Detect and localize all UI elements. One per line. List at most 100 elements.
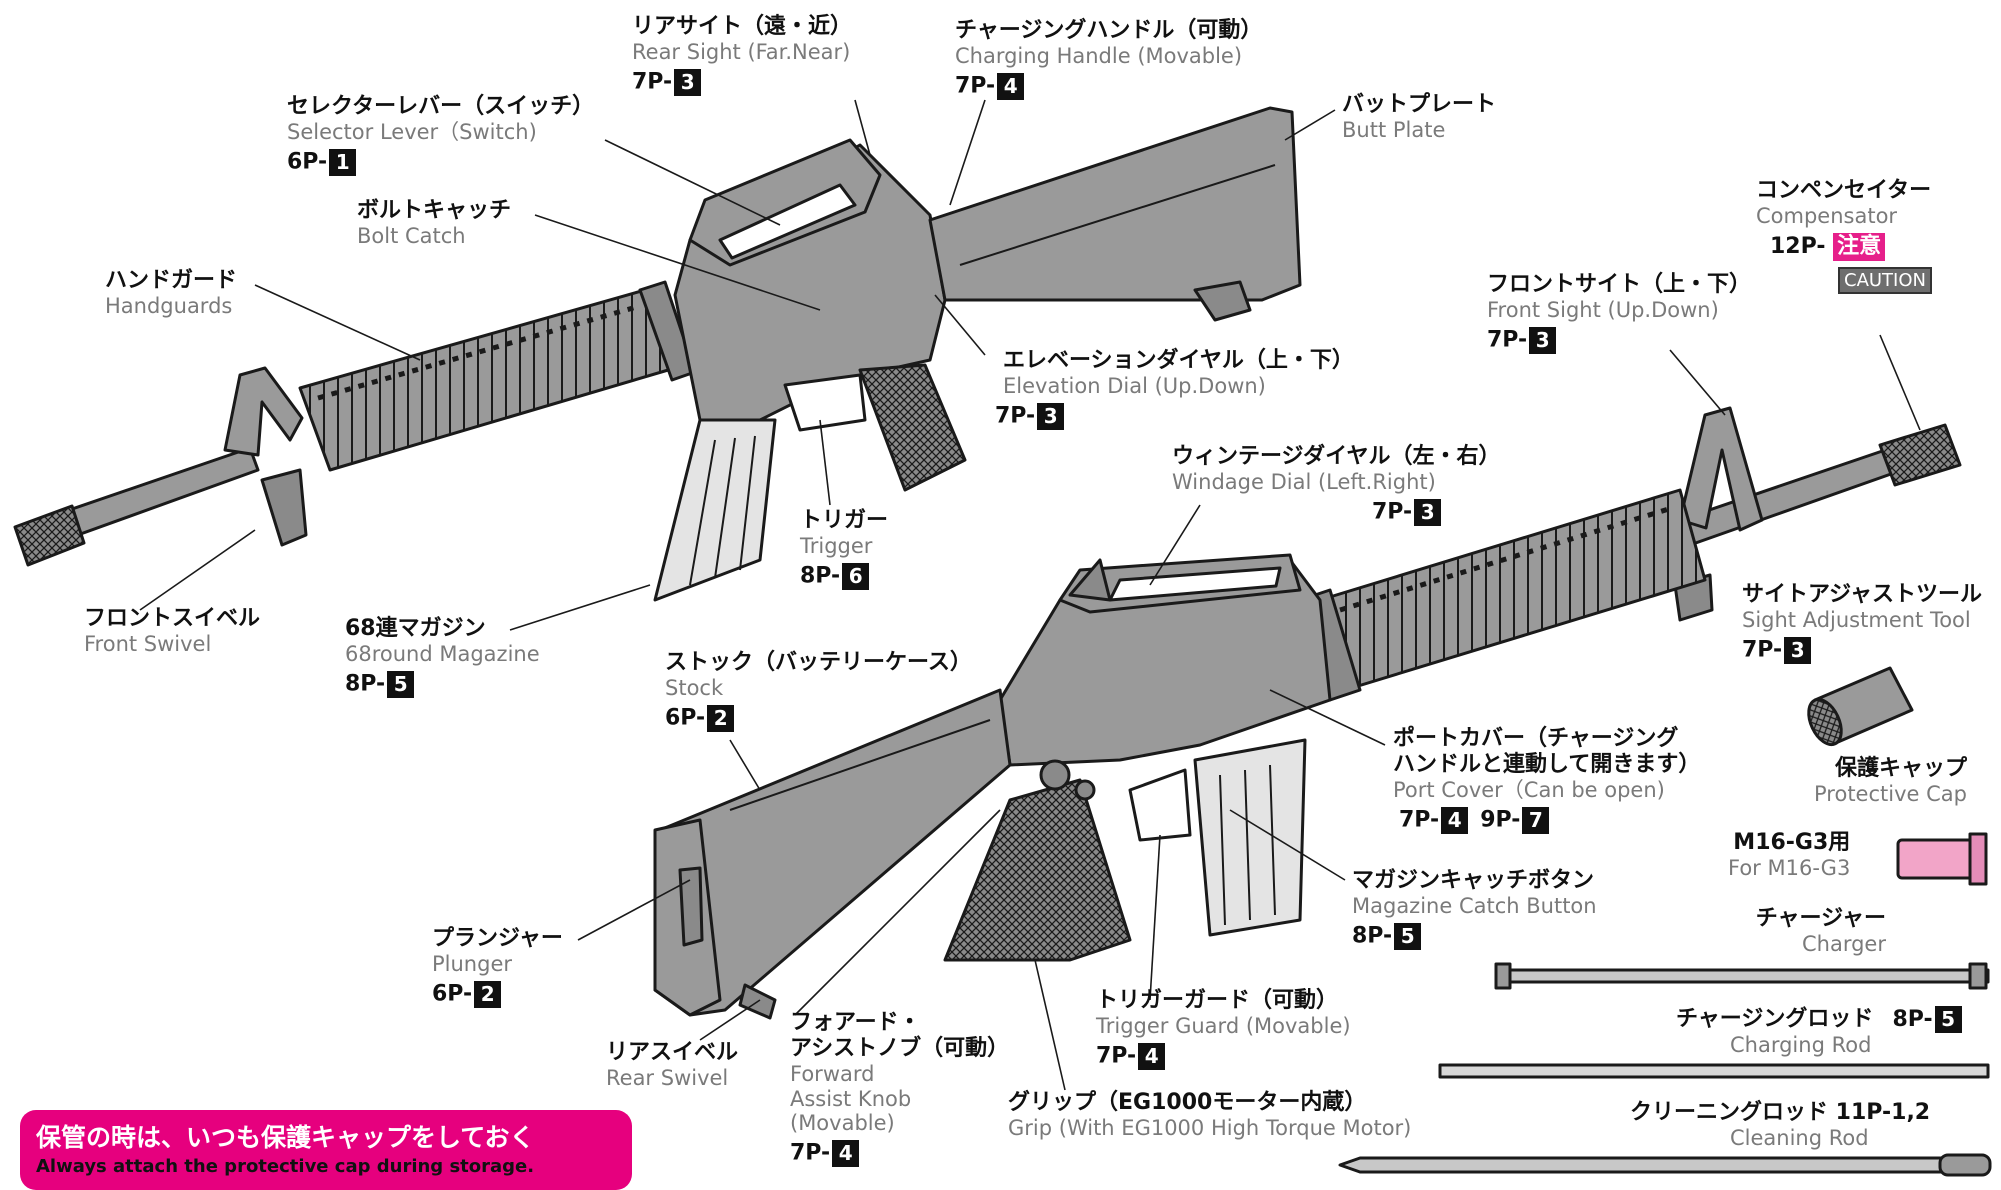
leader-lines <box>139 99 1921 1091</box>
charger-en: Charger <box>1802 931 1886 956</box>
butt-plate-jp: バットプレート <box>1342 92 1497 117</box>
label-compensator: コンペンセイター Compensator 12P- 注意 CAUTION <box>1756 178 1932 294</box>
label-protective-cap: 保護キャップ Protective Cap <box>1814 756 1967 807</box>
grip-en: Grip (With EG1000 High Torque Motor) <box>1008 1115 1412 1140</box>
port-cover-jp: ポートカバー（チャージング <box>1393 726 1679 751</box>
caution-badge-jp: 注意 <box>1833 232 1886 261</box>
sight-tool-jp: サイトアジャストツール <box>1742 582 1983 607</box>
charging-rod-page: 8P-5 <box>1892 1006 1962 1033</box>
label-butt-plate: バットプレート Butt Plate <box>1342 92 1496 143</box>
mag-catch-jp: マガジンキャッチボタン <box>1352 868 1595 893</box>
label-for-m16: M16-G3用 For M16-G3 <box>1728 830 1850 881</box>
cleaning-rod-shape <box>1338 1153 1992 1177</box>
label-rear-sight: リアサイト（遠・近） Rear Sight (Far.Near) 7P-3 <box>632 14 852 96</box>
charging-rod-shape <box>1438 1063 1990 1079</box>
label-trigger-guard: トリガーガード（可動） Trigger Guard (Movable) 7P-4 <box>1096 988 1351 1070</box>
handguards-en: Handguards <box>105 293 233 318</box>
label-front-sight: フロントサイト（上・下） Front Sight (Up.Down) 7P-3 <box>1487 272 1751 354</box>
forward-assist-en2: Assist Knob <box>790 1086 912 1111</box>
selector-lever-jp: セレクターレバー（スイッチ） <box>287 94 595 119</box>
front-sight-page: 7P-3 <box>1487 326 1751 354</box>
for-m16-en: For M16-G3 <box>1728 855 1851 880</box>
cleaning-rod-en: Cleaning Rod <box>1730 1125 1869 1150</box>
label-stock: ストック（バッテリーケース） Stock 6P-2 <box>665 650 972 732</box>
charging-handle-page: 7P-4 <box>955 72 1262 100</box>
selector-lever-en: Selector Lever（Switch) <box>287 119 537 144</box>
rifle-bottom-illustration <box>653 406 1962 1020</box>
mag-catch-page: 8P-5 <box>1352 922 1597 950</box>
charging-rod-jp: チャージングロッド <box>1676 1006 1874 1032</box>
stock-page: 6P-2 <box>665 704 972 732</box>
storage-warning-en: Always attach the protective cap during … <box>36 1156 535 1177</box>
storage-warning-banner: 保管の時は、いつも保護キャップをしておく Always attach the p… <box>20 1110 632 1190</box>
compensator-page: 12P- 注意 <box>1770 232 1932 261</box>
forward-assist-en3: (Movable) <box>790 1111 895 1136</box>
label-sight-adjustment-tool: サイトアジャストツール Sight Adjustment Tool 7P-3 <box>1742 582 1982 664</box>
label-handguards: ハンドガード Handguards <box>105 268 237 319</box>
windage-dial-jp: ウィンテージダイヤル（左・右） <box>1172 444 1501 469</box>
rear-sight-jp: リアサイト（遠・近） <box>632 14 853 39</box>
label-charger: チャージャー Charger <box>1744 906 1886 957</box>
rear-sight-page: 7P-3 <box>632 68 852 96</box>
forward-assist-jp: フォアード・ <box>790 1010 921 1035</box>
elevation-dial-page: 7P-3 <box>995 402 1354 430</box>
trigger-page: 8P-6 <box>800 562 888 590</box>
label-windage-dial: ウィンテージダイヤル（左・右） Windage Dial (Left.Right… <box>1172 444 1500 526</box>
label-rear-swivel: リアスイベル Rear Swivel <box>606 1040 738 1091</box>
butt-plate-en: Butt Plate <box>1342 117 1446 142</box>
trigger-guard-en: Trigger Guard (Movable) <box>1096 1013 1351 1038</box>
sight-tool-page: 7P-3 <box>1742 636 1982 664</box>
label-charging-rod: チャージングロッド 8P-5 Charging Rod <box>1676 1006 1962 1058</box>
compensator-en: Compensator <box>1756 203 1898 228</box>
windage-dial-en: Windage Dial (Left.Right) <box>1172 469 1436 494</box>
front-sight-en: Front Sight (Up.Down) <box>1487 297 1719 322</box>
trigger-guard-jp: トリガーガード（可動） <box>1096 988 1339 1013</box>
label-magazine: 68連マガジン 68round Magazine 8P-5 <box>345 616 540 698</box>
label-front-swivel: フロントスイベル Front Swivel <box>84 606 260 657</box>
caution-badge-en: CAUTION <box>1838 266 1932 294</box>
label-trigger: トリガー Trigger 8P-6 <box>800 508 888 590</box>
plunger-jp: プランジャー <box>432 926 563 951</box>
front-sight-jp: フロントサイト（上・下） <box>1487 272 1752 297</box>
handguards-jp: ハンドガード <box>105 268 238 293</box>
selector-lever-page: 6P-1 <box>287 148 594 176</box>
forward-assist-en: Forward <box>790 1061 875 1086</box>
rear-sight-en: Rear Sight (Far.Near) <box>632 39 851 64</box>
rear-swivel-en: Rear Swivel <box>606 1065 729 1090</box>
sight-tool-en: Sight Adjustment Tool <box>1742 607 1971 632</box>
grip-jp: グリップ（EG1000モーター内蔵） <box>1008 1090 1367 1115</box>
label-magazine-catch: マガジンキャッチボタン Magazine Catch Button 8P-5 <box>1352 868 1597 950</box>
label-forward-assist: フォアード・ アシストノブ（可動） Forward Assist Knob (M… <box>790 1010 1010 1168</box>
forward-assist-page: 7P-4 <box>790 1140 1009 1168</box>
trigger-guard-page: 7P-4 <box>1096 1042 1351 1070</box>
label-elevation-dial: エレベーションダイヤル（上・下） Elevation Dial (Up.Down… <box>995 348 1354 430</box>
charger-jp: チャージャー <box>1755 906 1886 931</box>
bolt-catch-en: Bolt Catch <box>357 223 466 248</box>
charging-handle-en: Charging Handle (Movable) <box>955 43 1243 68</box>
magazine-jp: 68連マガジン <box>345 616 486 641</box>
plunger-page: 6P-2 <box>432 980 563 1008</box>
trigger-jp: トリガー <box>800 508 889 533</box>
magazine-en: 68round Magazine <box>345 641 540 666</box>
label-port-cover: ポートカバー（チャージング ハンドルと連動して開きます） Port Cover（… <box>1393 726 1700 834</box>
front-swivel-jp: フロントスイベル <box>84 606 261 631</box>
elevation-dial-jp: エレベーションダイヤル（上・下） <box>1003 348 1354 373</box>
elevation-dial-en: Elevation Dial (Up.Down) <box>1003 373 1266 398</box>
front-swivel-en: Front Swivel <box>84 631 212 656</box>
rifle-top-illustration <box>13 106 1302 602</box>
stock-jp: ストック（バッテリーケース） <box>665 650 972 675</box>
label-selector-lever: セレクターレバー（スイッチ） Selector Lever（Switch) 6P… <box>287 94 594 176</box>
forward-assist-jp2: アシストノブ（可動） <box>790 1035 1010 1061</box>
label-grip: グリップ（EG1000モーター内蔵） Grip (With EG1000 Hig… <box>1008 1090 1411 1141</box>
charging-rod-en: Charging Rod <box>1730 1033 1872 1057</box>
charging-handle-jp: チャージングハンドル（可動） <box>955 18 1263 43</box>
for-m16-jp: M16-G3用 <box>1733 830 1851 855</box>
label-charging-handle: チャージングハンドル（可動） Charging Handle (Movable)… <box>955 18 1262 100</box>
windage-dial-page: 7P-3 <box>1372 498 1500 526</box>
trigger-en: Trigger <box>800 533 873 558</box>
bolt-catch-jp: ボルトキャッチ <box>357 198 512 223</box>
label-cleaning-rod: クリーニングロッド 11P-1,2 Cleaning Rod <box>1630 1100 1930 1151</box>
rear-swivel-jp: リアスイベル <box>606 1040 739 1065</box>
stock-en: Stock <box>665 675 724 700</box>
